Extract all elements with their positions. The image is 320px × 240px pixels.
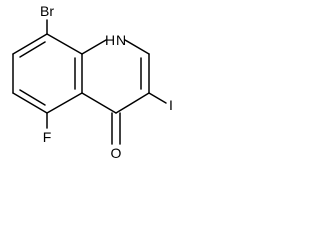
double-bond-c6-c5-inner — [19, 89, 46, 106]
bond-c8-c7 — [12, 33, 48, 55]
nitrogen-hydrogen-label: H — [105, 32, 115, 48]
bromine-label: Br — [40, 3, 54, 19]
molecule-structure: Br H N I F O — [12, 3, 173, 161]
bond-n1-c2 — [124, 39, 150, 55]
bond-c8a-c8 — [46, 33, 83, 55]
fluorine-label: F — [43, 129, 52, 145]
bond-c8a-n1 — [81, 39, 107, 55]
nitrogen-label: N — [116, 32, 126, 48]
bond-c6-c5 — [12, 92, 48, 114]
bond-c3-c4 — [115, 92, 150, 114]
double-bond-c8-c7-inner — [19, 41, 46, 58]
bond-c5-c4a — [46, 92, 83, 114]
iodine-label: I — [169, 97, 173, 113]
bond-c3-i — [148, 92, 167, 104]
oxygen-label: O — [111, 145, 122, 161]
bond-c4-c4a — [81, 92, 117, 114]
